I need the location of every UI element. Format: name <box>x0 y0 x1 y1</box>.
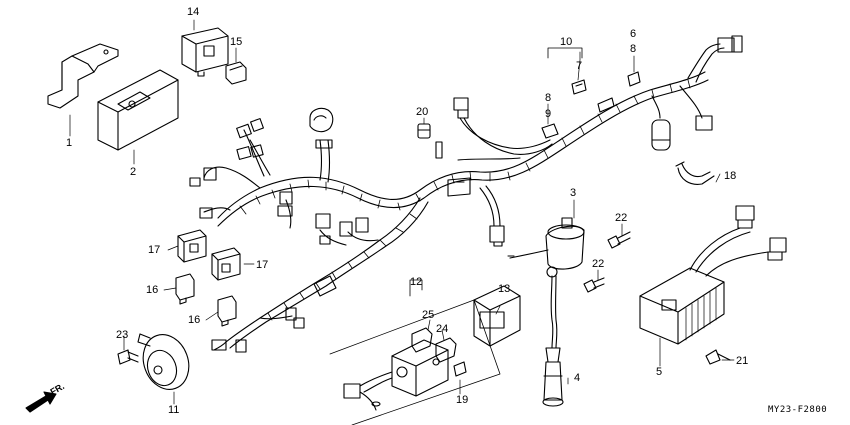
cdi-unit-part-2 <box>97 69 179 151</box>
cap-part-24 <box>435 337 457 363</box>
harness-connectors-right <box>651 35 743 151</box>
part-label-13: 13 <box>498 283 511 295</box>
relay-part-17-upper <box>177 229 207 263</box>
part-label-9: 9 <box>545 108 552 120</box>
part-label-10: 10 <box>560 36 573 48</box>
ignition-coil-part-3 <box>507 217 585 349</box>
part-label-21: 21 <box>736 355 749 367</box>
horn-part-11 <box>137 333 190 390</box>
bracket-part-13 <box>473 285 521 347</box>
clip-part-6 <box>627 71 641 87</box>
part-label-12: 12 <box>410 276 423 288</box>
harness-connectors-left <box>189 107 369 245</box>
part-label-14: 14 <box>187 6 200 18</box>
bolt-part-21 <box>705 349 731 365</box>
harness-end-connectors <box>211 307 305 353</box>
plug-cap-part-4 <box>542 347 564 407</box>
part-label-20: 20 <box>416 106 429 118</box>
diagram-code: MY23-F2800 <box>768 405 828 415</box>
part-label-5: 5 <box>656 366 663 378</box>
sensor-group-part-12 <box>329 279 501 425</box>
part-label-1: 1 <box>66 137 73 149</box>
part-label-16-upper: 16 <box>146 284 159 296</box>
part-label-6: 6 <box>630 28 637 40</box>
part-label-15: 15 <box>230 36 243 48</box>
screw-part-19 <box>453 361 467 377</box>
regulator-part-5 <box>639 205 787 345</box>
cap-part-25 <box>411 327 433 353</box>
part-label-16-lower: 16 <box>188 314 201 326</box>
harness-connectors-center <box>447 97 615 247</box>
part-label-19: 19 <box>456 394 469 406</box>
part-label-24: 24 <box>436 323 449 335</box>
relay-part-16-lower <box>217 295 237 327</box>
bolt-part-22-upper <box>607 231 631 249</box>
part-label-4: 4 <box>574 372 581 384</box>
bolt-part-22-lower <box>583 277 605 293</box>
part-label-22-upper: 22 <box>615 212 628 224</box>
front-direction-arrow <box>25 391 57 413</box>
connector-part-7 <box>571 79 587 95</box>
grommet-part-20 <box>417 123 443 159</box>
part-label-8-upper: 8 <box>630 43 637 55</box>
part-label-17-left: 17 <box>148 244 161 256</box>
connector-part-15 <box>225 61 247 85</box>
part-label-23: 23 <box>116 329 129 341</box>
bolt-part-23 <box>117 349 139 365</box>
left-branch-cables <box>203 129 379 246</box>
relay-part-16-upper <box>175 273 195 305</box>
part-label-18: 18 <box>724 170 737 182</box>
clamp-part-18 <box>675 161 715 185</box>
bracket-part-1 <box>47 43 119 109</box>
part-label-17-right: 17 <box>256 259 269 271</box>
part-label-8-lower: 8 <box>545 92 552 104</box>
part-label-7: 7 <box>576 60 583 72</box>
part-label-25: 25 <box>422 309 435 321</box>
part-label-11: 11 <box>168 404 180 416</box>
part-label-2: 2 <box>130 166 137 178</box>
relay-part-17-lower <box>211 247 241 281</box>
part-label-3: 3 <box>570 187 577 199</box>
leader-lines <box>69 19 735 405</box>
main-harness-trunk <box>217 71 709 349</box>
relay-part-14 <box>181 27 229 77</box>
part-label-22-lower: 22 <box>592 258 605 270</box>
